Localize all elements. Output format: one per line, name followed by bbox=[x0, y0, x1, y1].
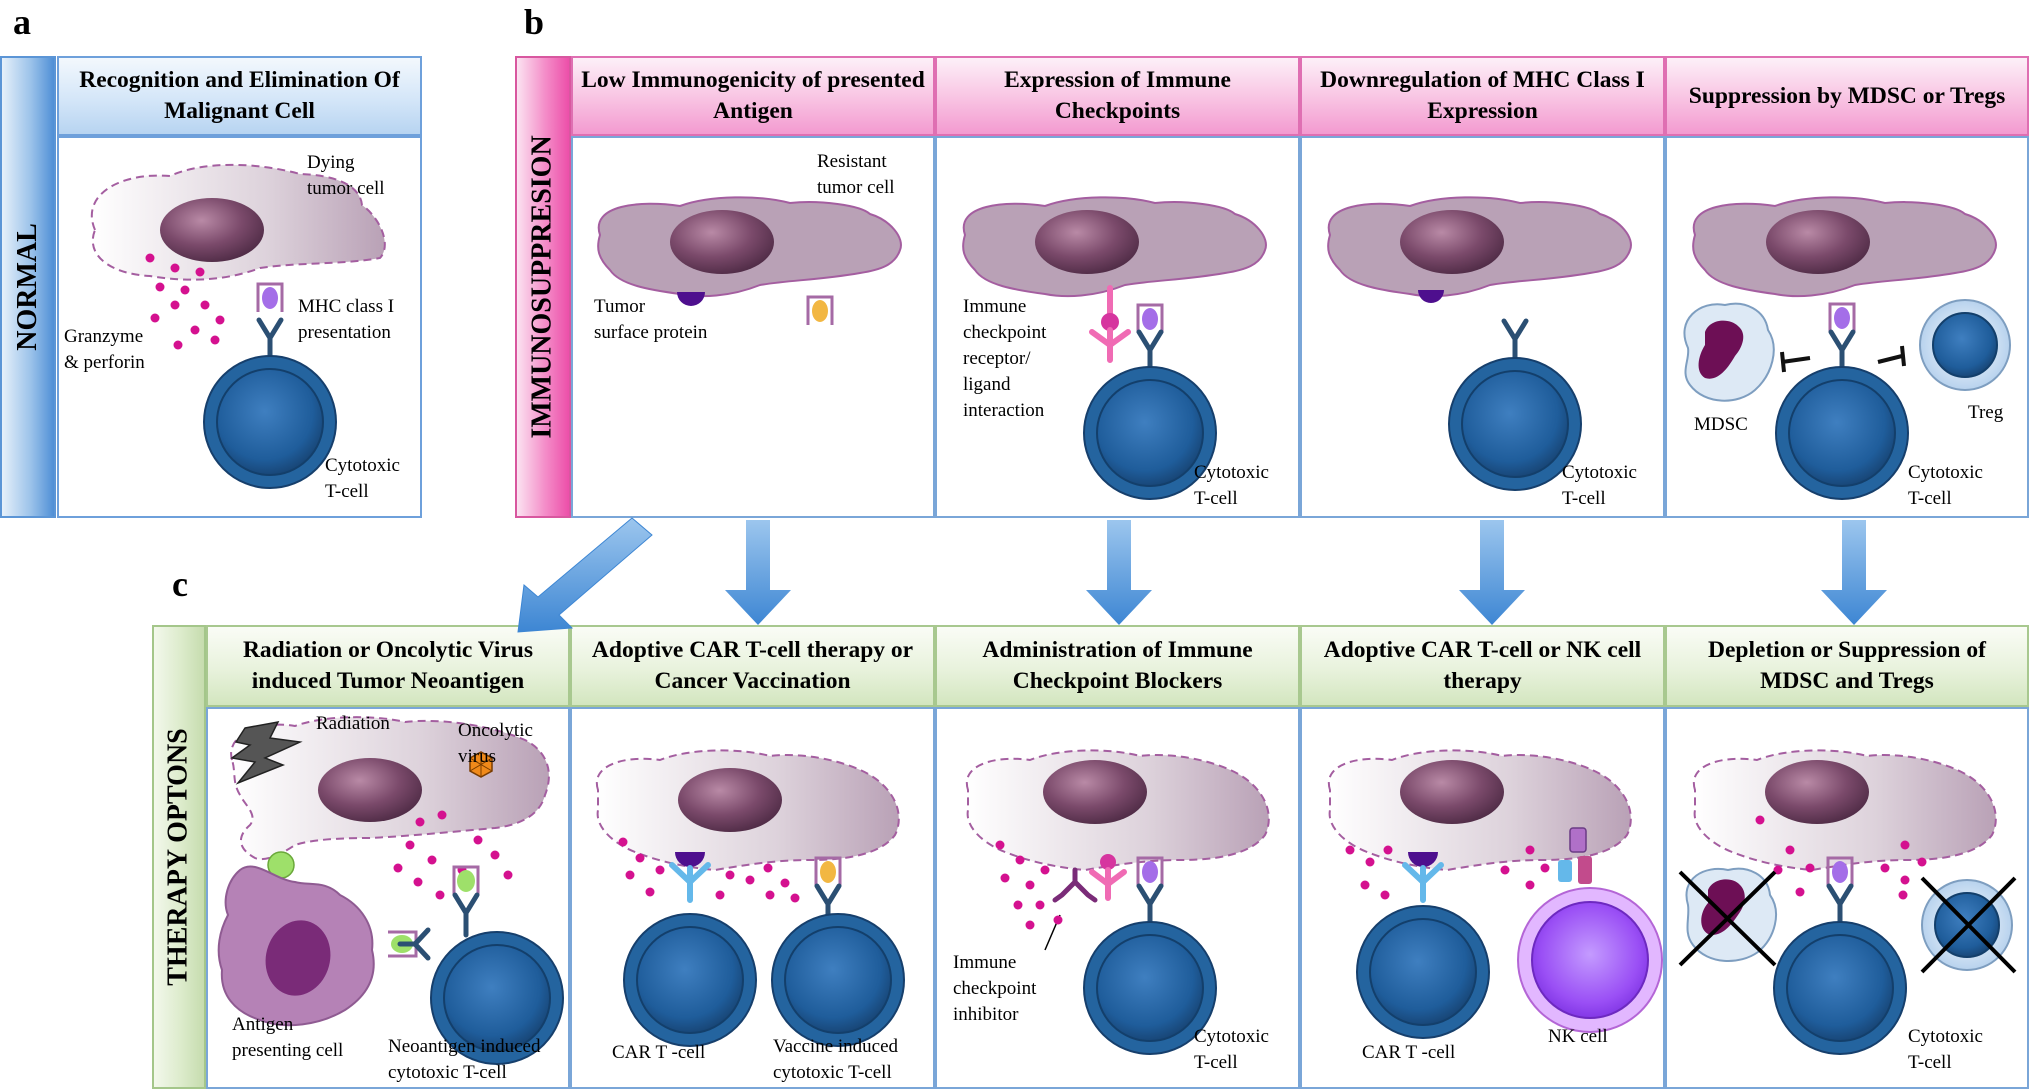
header-c2: Adoptive CAR T-cell therapy or Cancer Va… bbox=[570, 625, 935, 707]
header-b1: Low Immunogenicity of presented Antigen bbox=[571, 56, 935, 136]
panel-letter-c: c bbox=[172, 564, 188, 604]
side-label-therapy: THERAPY OPTONS bbox=[152, 625, 206, 1089]
label-neoantigen-tcell: Neoantigen induced cytotoxic T-cell bbox=[388, 1036, 541, 1083]
header-c3: Administration of Immune Checkpoint Bloc… bbox=[935, 625, 1300, 707]
label-radiation: Radiation bbox=[316, 713, 390, 734]
side-label-normal: NORMAL bbox=[0, 56, 56, 518]
header-b4: Suppression by MDSC or Tregs bbox=[1665, 56, 2029, 136]
label-checkpoint-inhibitor: Immune checkpoint inhibitor bbox=[953, 952, 1037, 1025]
header-b2: Expression of Immune Checkpoints bbox=[935, 56, 1300, 136]
label-a-cytotoxic-tcell: Cytotoxic T-cell bbox=[325, 455, 400, 502]
label-b2-cytotoxic-tcell: Cytotoxic T-cell bbox=[1194, 462, 1269, 509]
label-vaccine-tcell: Vaccine induced cytotoxic T-cell bbox=[773, 1036, 899, 1083]
header-c4: Adoptive CAR T-cell or NK cell therapy bbox=[1300, 625, 1665, 707]
label-dying-tumor-cell: Dying tumor cell bbox=[307, 152, 385, 199]
header-a: Recognition and Elimination Of Malignant… bbox=[57, 56, 422, 136]
panel-letter-b: b bbox=[524, 2, 545, 42]
label-b3-cytotoxic-tcell: Cytotoxic T-cell bbox=[1562, 462, 1637, 509]
label-tumor-surface-protein: Tumor surface protein bbox=[594, 296, 708, 343]
side-label-immunosuppression: IMMUNOSUPPRESION bbox=[515, 56, 571, 518]
label-antigen-presenting-cell: Antigen presenting cell bbox=[232, 1014, 344, 1061]
header-b3: Downregulation of MHC Class I Expression bbox=[1300, 56, 1665, 136]
label-b4-cytotoxic-tcell: Cytotoxic T-cell bbox=[1908, 462, 1983, 509]
label-nk-cell: NK cell bbox=[1548, 1026, 1608, 1047]
label-c5-cytotoxic-tcell: Cytotoxic T-cell bbox=[1908, 1026, 1983, 1073]
label-c4-car-tcell: CAR T -cell bbox=[1362, 1042, 1456, 1063]
label-mdsc: MDSC bbox=[1694, 414, 1748, 435]
label-resistant-tumor-cell: Resistant tumor cell bbox=[817, 151, 895, 198]
label-oncolytic-virus: Oncolytic virus bbox=[458, 720, 533, 767]
label-granzyme-perforin: Granzyme & perforin bbox=[64, 326, 145, 373]
label-mhc-presentation: MHC class I presentation bbox=[298, 296, 395, 343]
panel-letter-a: a bbox=[13, 2, 31, 42]
label-treg: Treg bbox=[1968, 402, 2004, 423]
header-c1: Radiation or Oncolytic Virus induced Tum… bbox=[206, 625, 570, 707]
header-c5: Depletion or Suppression of MDSC and Tre… bbox=[1665, 625, 2029, 707]
label-c3-cytotoxic-tcell: Cytotoxic T-cell bbox=[1194, 1026, 1269, 1073]
label-immune-checkpoint-interaction: Immune checkpoint receptor/ ligand inter… bbox=[963, 296, 1047, 421]
label-c2-car-tcell: CAR T -cell bbox=[612, 1042, 706, 1063]
